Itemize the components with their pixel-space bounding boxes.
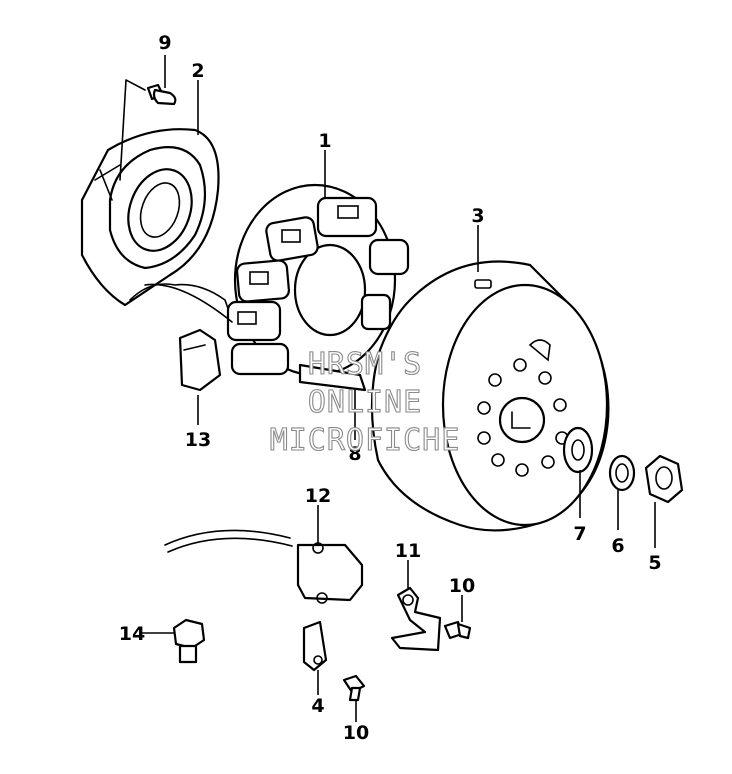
callout-2: 2	[191, 60, 204, 82]
watermark-line-3: MICROFICHE	[270, 423, 461, 458]
watermark: HRSM'S ONLINE MICROFICHE	[269, 346, 461, 458]
part-1-stator-coils[interactable]	[144, 183, 410, 377]
part-13-grommet[interactable]	[178, 328, 222, 392]
part-6-lock-washer[interactable]	[608, 454, 636, 492]
callout-10-lower: 10	[343, 722, 369, 744]
part-14-bolt[interactable]	[172, 618, 206, 664]
part-10-screw-lower[interactable]	[342, 674, 366, 702]
watermark-line-1: HRSM'S	[308, 347, 422, 382]
callout-5: 5	[648, 552, 661, 574]
part-11-bracket[interactable]	[390, 586, 442, 652]
callout-12: 12	[305, 485, 331, 507]
callout-8: 8	[348, 443, 361, 465]
callout-11: 11	[395, 540, 421, 562]
callout-9: 9	[158, 32, 171, 54]
part-9-screw[interactable]	[146, 83, 177, 106]
callout-labels: 9 2 1 3 13 8 7 6 5 12 11 10 14 4 10	[119, 32, 662, 744]
part-4-plate[interactable]	[302, 620, 328, 672]
callout-4: 4	[311, 695, 324, 717]
callout-14: 14	[119, 623, 145, 645]
part-10-screw-upper[interactable]	[443, 620, 472, 640]
part-12-pulser-generator[interactable]	[164, 529, 364, 604]
part-5-nut[interactable]	[644, 454, 684, 504]
leader-lines	[140, 55, 656, 722]
rotor-holes	[477, 358, 569, 477]
part-2-stator-base[interactable]	[80, 79, 233, 321]
callout-10-upper: 10	[449, 575, 475, 597]
callout-1: 1	[318, 130, 331, 152]
callout-13: 13	[185, 429, 211, 451]
part-3-flywheel-rotor[interactable]	[370, 260, 610, 532]
part-7-washer[interactable]	[562, 426, 594, 474]
callout-3: 3	[471, 205, 484, 227]
callout-6: 6	[611, 535, 624, 557]
callout-7: 7	[573, 523, 586, 545]
watermark-line-2: ONLINE	[308, 385, 422, 420]
part-8-bolt[interactable]	[298, 363, 367, 392]
